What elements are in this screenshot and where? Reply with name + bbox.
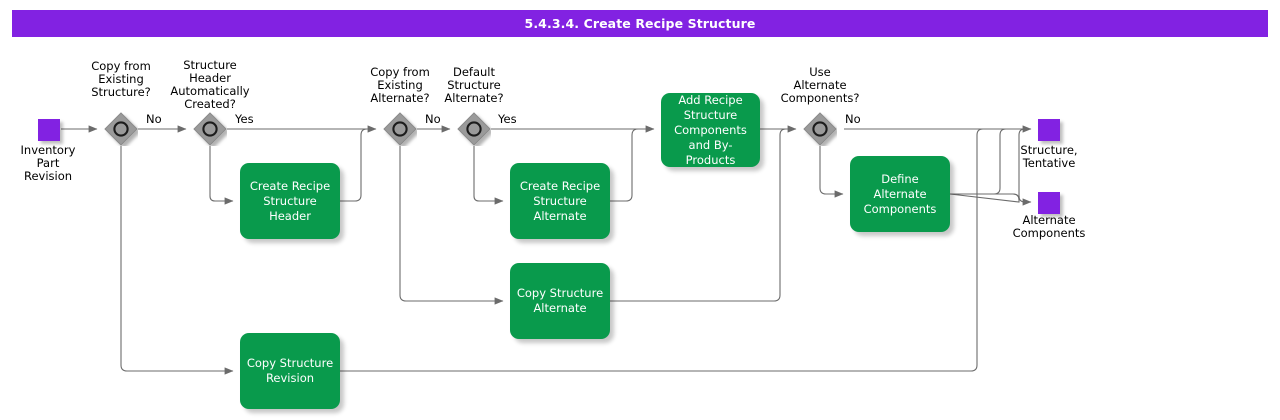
gateway-structure-header-automatically-created[interactable] — [193, 112, 227, 146]
gateway-copy-from-existing-structure[interactable] — [104, 112, 138, 146]
page-title: 5.4.3.4. Create Recipe Structure — [524, 16, 756, 31]
end-event-alternate-components-label: Alternate Components — [1012, 213, 1086, 240]
flow-label-copy-from-existing-structure-no: No — [146, 112, 162, 126]
gateway-use-alternate-components-label: Use Alternate Components? — [780, 65, 860, 105]
gateway-default-structure-alternate[interactable] — [457, 112, 491, 146]
flow-label-structure-header-automatically-created-yes: Yes — [235, 112, 254, 126]
flow-label-default-structure-alternate-yes: Yes — [498, 112, 517, 126]
end-event-structure-tentative[interactable] — [1038, 119, 1060, 141]
gateway-default-structure-alternate-label: Default Structure Alternate? — [444, 65, 504, 105]
start-event-inventory-part-revision-label: Inventory Part Revision — [20, 143, 76, 183]
end-event-structure-tentative-label: Structure, Tentative — [1020, 143, 1078, 170]
task-copy-structure-alternate[interactable]: Copy Structure Alternate — [510, 263, 610, 339]
gateway-use-alternate-components[interactable] — [803, 112, 837, 146]
page-title-bar: 5.4.3.4. Create Recipe Structure — [12, 10, 1268, 37]
flow-label-copy-from-existing-alternate-no: No — [425, 112, 441, 126]
gateway-copy-from-existing-alternate-label: Copy from Existing Alternate? — [370, 65, 430, 105]
task-add-recipe-structure-components-and-by-products[interactable]: Add Recipe Structure Components and By-P… — [661, 93, 760, 167]
gateway-copy-from-existing-alternate[interactable] — [383, 112, 417, 146]
flow-label-use-alternate-components-no: No — [845, 112, 861, 126]
task-define-alternate-components[interactable]: Define Alternate Components — [850, 156, 950, 232]
task-create-recipe-structure-alternate[interactable]: Create Recipe Structure Alternate — [510, 163, 610, 239]
gateway-copy-from-existing-structure-label: Copy from Existing Structure? — [91, 59, 151, 99]
task-create-recipe-structure-header[interactable]: Create Recipe Structure Header — [240, 163, 340, 239]
gateway-structure-header-automatically-created-label: Structure Header Automatically Created? — [170, 58, 250, 111]
start-event-inventory-part-revision[interactable] — [38, 119, 60, 141]
task-copy-structure-revision[interactable]: Copy Structure Revision — [240, 333, 340, 409]
end-event-alternate-components[interactable] — [1038, 192, 1060, 214]
